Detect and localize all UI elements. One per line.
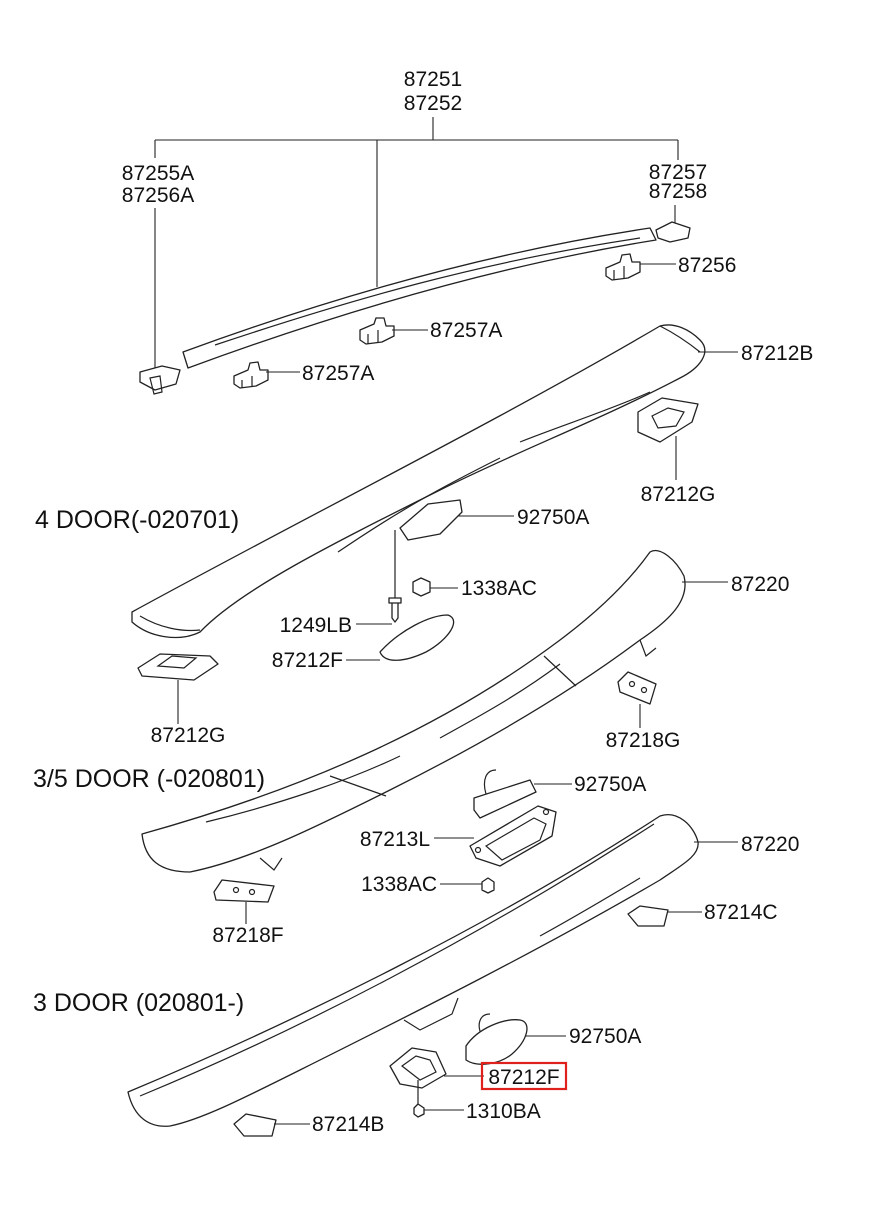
lamp-92750A-4door <box>399 499 463 541</box>
label-87218F: 87218F <box>212 924 283 947</box>
roof-molding-strip <box>182 227 657 369</box>
leader-lines <box>177 263 738 1125</box>
gasket-87212F-highlighted <box>389 1047 447 1089</box>
label-87257A-upper: 87257A <box>430 319 502 342</box>
bracket-87214C <box>627 905 669 927</box>
section-3-door: 3 DOOR (020801-) <box>33 989 244 1017</box>
label-87212F-highlighted: 87212F <box>488 1066 559 1089</box>
label-1249LB: 1249LB <box>280 614 352 637</box>
label-87258: 87258 <box>649 180 707 203</box>
nut-1338AC-upper <box>412 577 431 597</box>
label-92750A-3-5door: 92750A <box>574 773 646 796</box>
bracket-87218G <box>617 671 657 705</box>
label-87256A: 87256A <box>122 184 194 207</box>
section-4-door: 4 DOOR(-020701) <box>35 506 239 534</box>
label-87252: 87252 <box>404 92 462 115</box>
label-87212F-upper: 87212F <box>272 649 343 672</box>
label-1310BA: 1310BA <box>466 1100 541 1123</box>
label-1338AC-lower: 1338AC <box>361 873 437 896</box>
spoiler-4door <box>131 324 706 639</box>
clip-87257A-lower <box>233 361 269 389</box>
section-3-5-door: 3/5 DOOR (-020801) <box>33 765 265 793</box>
label-87220-upper: 87220 <box>731 573 789 596</box>
bracket-87214B <box>233 1113 277 1137</box>
housing-87213L <box>469 805 557 867</box>
label-87213L: 87213L <box>360 828 430 851</box>
label-87212G-right: 87212G <box>641 483 716 506</box>
highlight-box <box>480 1061 568 1091</box>
nut-1310BA <box>413 1080 425 1118</box>
label-87218G: 87218G <box>606 729 681 752</box>
screw-1249LB <box>388 530 402 623</box>
pad-87212G-left <box>137 653 219 681</box>
label-87214C: 87214C <box>704 901 778 924</box>
pad-87212G-right <box>637 397 699 443</box>
label-87220-lower: 87220 <box>741 833 799 856</box>
clip-87257A-upper <box>359 317 395 345</box>
label-87214B: 87214B <box>312 1113 384 1136</box>
clip-87255A <box>139 365 181 395</box>
label-87212B: 87212B <box>741 342 813 365</box>
spoiler-3-5door <box>141 550 686 873</box>
label-87255A: 87255A <box>122 162 194 185</box>
label-87257: 87257 <box>649 161 707 184</box>
top-bracket-lines <box>154 117 679 372</box>
spoiler-3door <box>127 814 699 1127</box>
lamp-92750A-3-5door <box>473 769 537 819</box>
label-1338AC-upper: 1338AC <box>461 577 537 600</box>
gasket-87212F-upper <box>379 614 455 661</box>
label-87212G-left: 87212G <box>151 724 226 747</box>
clip-87257 <box>655 221 691 243</box>
nut-1338AC-lower <box>481 877 495 894</box>
label-87257A-lower: 87257A <box>302 362 374 385</box>
label-87256: 87256 <box>678 254 736 277</box>
bracket-87218F <box>213 879 275 903</box>
clip-87256 <box>605 253 641 281</box>
label-92750A-3door: 92750A <box>569 1025 641 1048</box>
label-87251: 87251 <box>404 68 462 91</box>
label-92750A-4door: 92750A <box>517 506 589 529</box>
lamp-92750A-3door <box>465 1013 528 1065</box>
